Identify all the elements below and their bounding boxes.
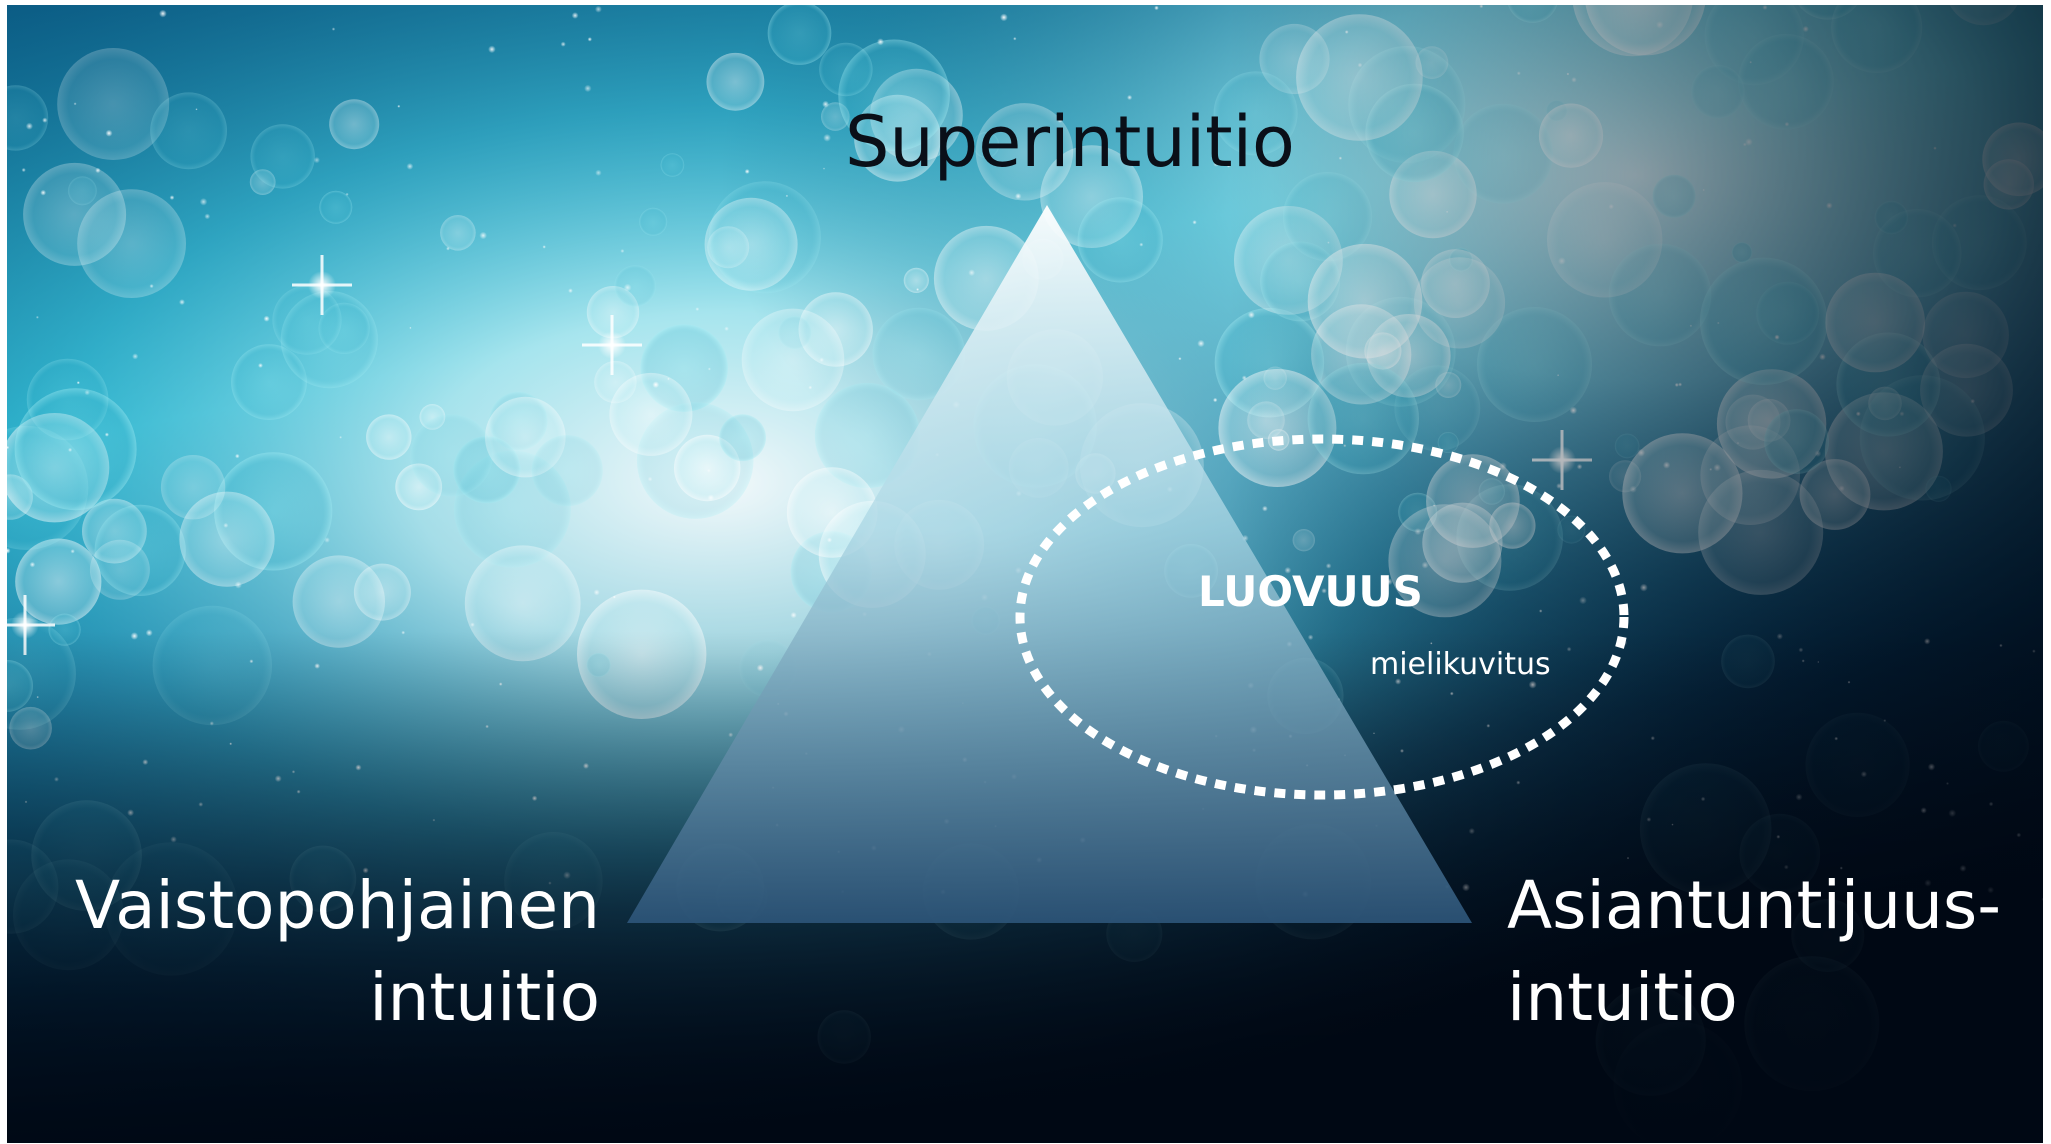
- apex-label-superintuitio: Superintuitio: [845, 101, 1295, 183]
- ellipse-subtitle-mielikuvitus: mielikuvitus: [1370, 647, 1551, 682]
- slide: Superintuitio Vaistopohjainen intuitio A…: [7, 5, 2043, 1143]
- ellipse-title-luovuus: LUOVUUS: [1198, 567, 1423, 616]
- creativity-dotted-ellipse: [1015, 434, 1629, 800]
- bokeh-background: [7, 5, 2043, 1143]
- right-label-line2: intuitio: [1507, 959, 1738, 1036]
- intuition-triangle: [627, 205, 1472, 923]
- left-label-line2: intuitio: [369, 959, 600, 1036]
- right-label-line1: Asiantuntijuus-: [1507, 867, 2002, 944]
- left-label-line1: Vaistopohjainen: [75, 867, 600, 944]
